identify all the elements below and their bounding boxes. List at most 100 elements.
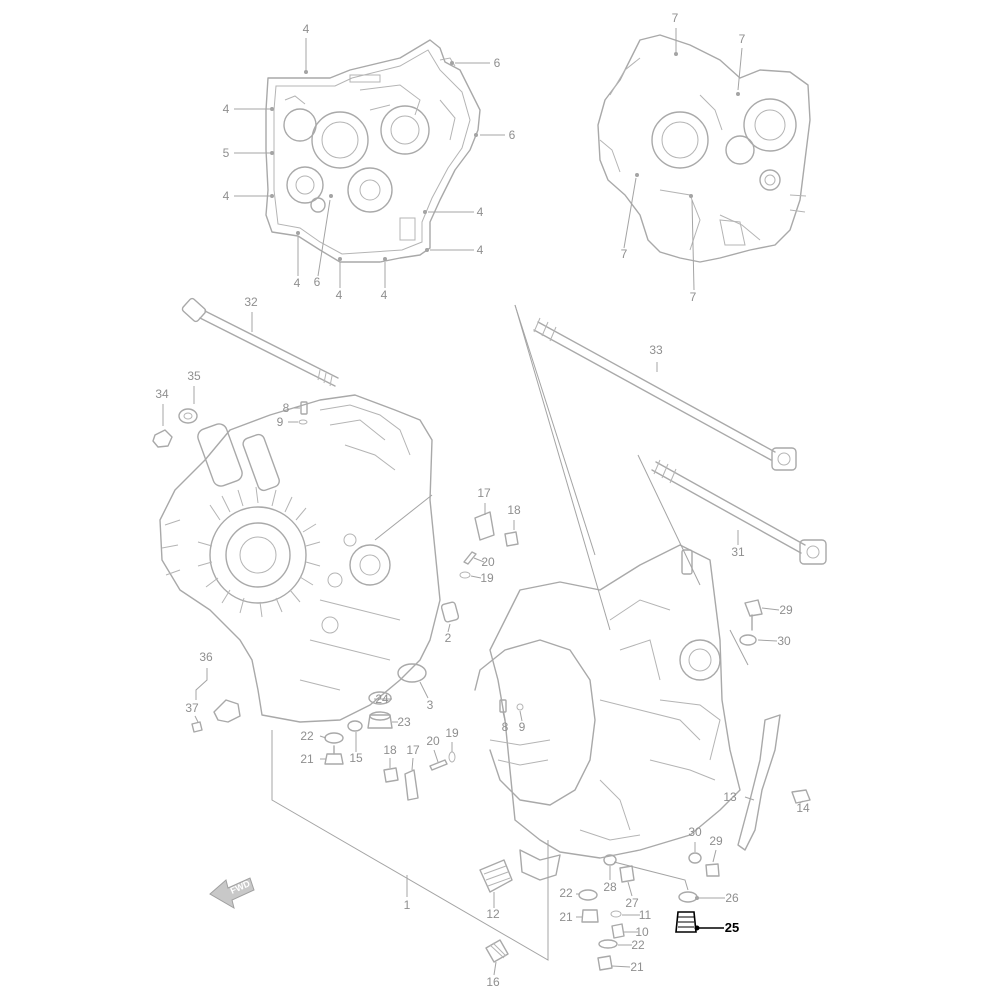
- callout-18: 18: [383, 743, 397, 768]
- callout-label: 28: [603, 880, 617, 894]
- leader-line: [195, 668, 208, 700]
- leader-line: [433, 749, 439, 763]
- callout-label: 29: [709, 834, 723, 848]
- leader-line: [761, 607, 780, 611]
- callout-label: 4: [223, 189, 230, 203]
- callout-20: 20: [473, 555, 495, 569]
- callout-label: 4: [381, 288, 388, 302]
- callout-12: 12: [486, 892, 500, 921]
- callout-4: 4: [223, 189, 274, 203]
- callout-6: 6: [474, 128, 516, 142]
- leader-dot: [270, 107, 274, 111]
- callout-label: 24: [375, 692, 389, 706]
- callout-4: 4: [336, 257, 343, 302]
- callout-label: 8: [283, 401, 290, 415]
- callout-label: 6: [314, 275, 321, 289]
- callout-label: 22: [559, 886, 573, 900]
- callout-30: 30: [688, 825, 702, 852]
- callout-21: 21: [559, 910, 582, 924]
- callout-22: 22: [300, 729, 327, 743]
- leader-line: [493, 961, 497, 976]
- callout-36: 36: [195, 650, 213, 700]
- callout-17: 17: [477, 486, 491, 515]
- crankcase-left-main: [159, 394, 441, 723]
- callout-label: 8: [502, 720, 509, 734]
- callout-33: 33: [649, 343, 663, 372]
- callout-label: 36: [199, 650, 213, 664]
- bracket-lines: [271, 304, 749, 961]
- callout-21: 21: [611, 960, 644, 974]
- callout-37: 37: [185, 701, 199, 723]
- leader-dot: [423, 210, 427, 214]
- leader-dot: [736, 92, 740, 96]
- leader-line: [470, 575, 482, 579]
- leader-dot: [635, 173, 639, 177]
- leader-line: [502, 711, 506, 722]
- callout-25: 25: [694, 920, 739, 935]
- callout-5: 5: [223, 146, 274, 160]
- leader-line: [611, 965, 631, 968]
- leader-line: [712, 849, 717, 863]
- small-parts: [152, 401, 811, 971]
- leader-line: [519, 710, 523, 722]
- leader-dot: [270, 194, 274, 198]
- callout-label: 32: [244, 295, 258, 309]
- callout-29: 29: [709, 834, 723, 863]
- callout-14: 14: [796, 800, 810, 815]
- callout-4: 4: [303, 22, 310, 74]
- callout-label: 25: [725, 920, 739, 935]
- leader-line: [419, 681, 429, 699]
- callout-label: 4: [303, 22, 310, 36]
- callout-label: 26: [725, 891, 739, 905]
- callout-label: 30: [688, 825, 702, 839]
- callout-label: 31: [731, 545, 745, 559]
- callout-19: 19: [445, 726, 459, 752]
- callout-18: 18: [507, 503, 521, 530]
- callout-label: 23: [397, 715, 411, 729]
- callout-label: 22: [631, 938, 645, 952]
- callout-label: 18: [383, 743, 397, 757]
- leader-line: [447, 623, 451, 633]
- fwd-arrow-icon: FWD: [209, 877, 255, 910]
- callout-label: 4: [477, 205, 484, 219]
- callout-label: 21: [630, 960, 644, 974]
- leader-line: [757, 639, 778, 642]
- callout-label: 29: [779, 603, 793, 617]
- bolt-31: [651, 459, 827, 565]
- callout-8: 8: [502, 711, 509, 734]
- callout-label: 9: [277, 415, 284, 429]
- callout-label: 6: [494, 56, 501, 70]
- leader-dot: [450, 61, 454, 65]
- drain-plug-25: [675, 911, 697, 933]
- callout-6: 6: [314, 194, 333, 289]
- callout-35: 35: [187, 369, 201, 404]
- callout-2: 2: [445, 623, 452, 645]
- callout-7: 7: [672, 11, 679, 56]
- callout-label: 4: [477, 243, 484, 257]
- leader-line: [319, 735, 327, 739]
- callout-label: 12: [486, 907, 500, 921]
- callout-1: 1: [404, 875, 411, 912]
- callout-label: 21: [300, 752, 314, 766]
- callout-31: 31: [731, 530, 745, 559]
- callout-label: 18: [507, 503, 521, 517]
- leader-dot: [694, 925, 700, 931]
- callout-label: 21: [559, 910, 573, 924]
- leader-dot: [338, 257, 342, 261]
- callout-11: 11: [622, 908, 652, 922]
- callout-7: 7: [689, 194, 697, 304]
- leader-dot: [689, 194, 693, 198]
- callout-label: 22: [300, 729, 314, 743]
- callout-label: 30: [777, 634, 791, 648]
- callout-label: 20: [426, 734, 440, 748]
- leader-line: [317, 199, 331, 277]
- leader-dot: [695, 896, 699, 900]
- callout-label: 7: [672, 11, 679, 25]
- callout-21: 21: [300, 752, 326, 766]
- leader-line: [737, 47, 743, 91]
- callout-32: 32: [244, 295, 258, 332]
- callout-label: 19: [445, 726, 459, 740]
- callout-label: 14: [796, 801, 810, 815]
